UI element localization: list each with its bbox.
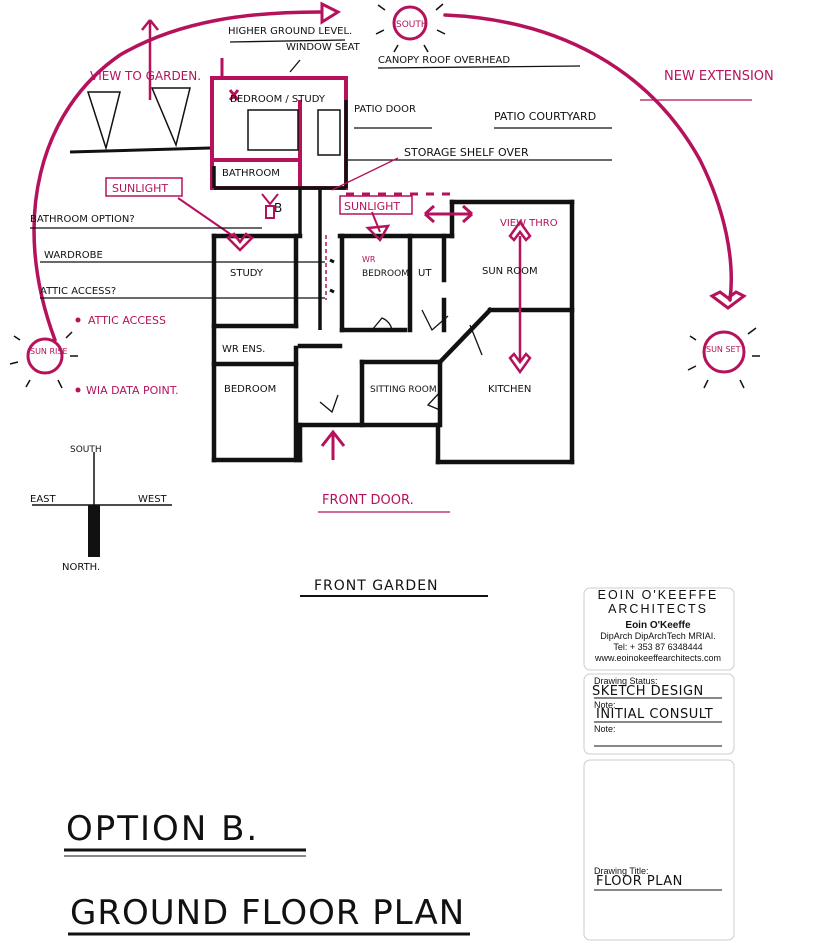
label-attic-access-red: ATTIC ACCESS: [88, 314, 166, 327]
label-view-garden: VIEW TO GARDEN.: [90, 69, 201, 83]
leader-lines: [30, 39, 612, 299]
view-arrow: [141, 19, 159, 100]
label-patio-courtyard: PATIO COURTYARD: [494, 110, 596, 123]
house-walls: [211, 199, 575, 465]
label-window-seat: WINDOW SEAT: [286, 42, 361, 53]
sunrise-label: SUN RISE: [30, 347, 68, 356]
room-bedroom-2: BEDROOM: [362, 269, 409, 279]
compass-west-label: WEST: [138, 494, 168, 505]
title-block: [583, 587, 735, 941]
double-arrow-icon: [424, 204, 473, 224]
sunset-label: SUN SET: [706, 345, 741, 354]
architect-web: www.eoinokeeffearchitects.com: [595, 653, 721, 663]
label-storage-shelf: STORAGE SHELF OVER: [404, 146, 529, 159]
architect-quals: DipArch DipArchTech MRIAI.: [600, 631, 716, 641]
sun-south-icon: [375, 3, 446, 53]
label-attic-access: ATTIC ACCESS?: [40, 286, 116, 297]
label-wia-data: WIA DATA POINT.: [86, 384, 179, 397]
sun-south-label: SOUTH: [396, 20, 428, 30]
label-front-door: FRONT DOOR.: [322, 493, 414, 508]
room-study: STUDY: [230, 268, 264, 279]
window-view-sketch: [69, 87, 211, 154]
room-bathroom: BATHROOM: [222, 168, 280, 179]
label-canopy: CANOPY ROOF OVERHEAD: [378, 55, 510, 66]
label-bathroom-option: BATHROOM OPTION?: [30, 214, 135, 225]
compass: [32, 452, 172, 557]
sunset-arrow-icon: [709, 290, 747, 310]
title-block-lines: [594, 697, 722, 891]
title-ground-floor-plan: GROUND FLOOR PLAN: [70, 893, 465, 933]
extension-leaders: [331, 99, 752, 191]
bullet-dots: [75, 317, 81, 393]
label-view-thro: VIEW THRO: [500, 218, 558, 229]
architect-tel: Tel: + 353 87 6348444: [613, 642, 703, 652]
sunset-icon: [687, 327, 760, 389]
room-bedroom-study: BEDROOM / STUDY: [230, 94, 326, 105]
compass-east-label: EAST: [30, 494, 57, 505]
label-sunlight-mid: SUNLIGHT: [344, 200, 400, 213]
label-wardrobe: WARDROBE: [44, 250, 103, 261]
extension-walls: [212, 100, 348, 330]
status-label: Drawing Status:: [594, 676, 658, 686]
sunlight-arrows: [177, 193, 391, 252]
sunrise-icon: [9, 331, 78, 389]
label-b: B: [274, 201, 282, 215]
title-underlines: [64, 511, 488, 936]
firm-name-line2: ARCHITECTS: [608, 602, 708, 616]
sunlight-label-frames: [105, 177, 413, 215]
label-sunlight-left: SUNLIGHT: [112, 182, 168, 195]
view-thro-arrow: [508, 219, 532, 375]
room-sun-room: SUN ROOM: [482, 266, 538, 277]
label-wr: WR: [362, 255, 376, 264]
extension-inner: [247, 109, 341, 156]
room-sitting-room: SITTING ROOM: [370, 385, 437, 395]
title-option: OPTION B.: [66, 809, 259, 849]
firm-name-line1: EOIN O'KEEFFE: [597, 588, 719, 602]
drawing-title-value: FLOOR PLAN: [596, 874, 683, 889]
room-bedroom-3: BEDROOM: [224, 384, 276, 395]
label-patio-door: PATIO DOOR: [354, 104, 416, 115]
label-higher-ground: HIGHER GROUND LEVEL.: [228, 26, 352, 37]
room-kitchen: KITCHEN: [488, 384, 531, 395]
label-new-extension: NEW EXTENSION: [664, 69, 774, 84]
front-door-arrow: [320, 429, 346, 460]
compass-south-label: SOUTH: [70, 445, 102, 455]
sun-path-arrow-top: [320, 1, 342, 25]
architect-name: Eoin O'Keeffe: [625, 620, 691, 631]
note1-label: Note:: [594, 700, 616, 710]
note1-value: INITIAL CONSULT: [596, 707, 714, 722]
compass-north-label: NORTH.: [62, 562, 100, 573]
drawing-title-label: Drawing Title:: [594, 866, 649, 876]
note2-label: Note:: [594, 724, 616, 734]
room-ut: UT: [418, 268, 432, 279]
door-swings: [319, 258, 483, 414]
sun-path: [32, 10, 733, 342]
room-wr-ens: WR ENS.: [222, 344, 265, 355]
architect-stamp: EOIN O'KEEFFE ARCHITECTS Eoin O'Keeffe D…: [584, 588, 732, 664]
label-front-garden: FRONT GARDEN: [314, 578, 439, 594]
status-value: SKETCH DESIGN: [592, 684, 704, 699]
